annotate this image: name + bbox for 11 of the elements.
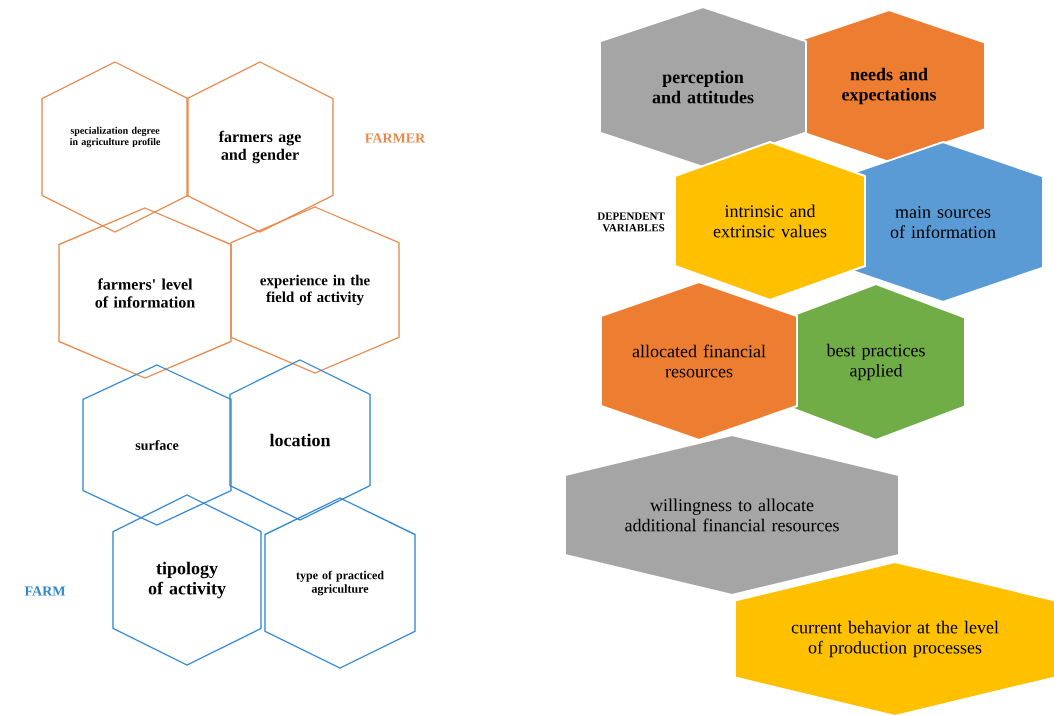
group-label: DEPENDENT VARIABLES — [597, 212, 665, 232]
group-label: FARMER — [365, 133, 426, 143]
hexagon: farmers' level of information — [58, 207, 232, 379]
group-label: FARM — [24, 586, 66, 596]
hexagon: type of practiced agriculture — [264, 497, 416, 669]
hexagon: location — [229, 359, 371, 521]
hexagon: tipology of activity — [112, 494, 262, 666]
hexagon: farmers age and gender — [186, 61, 334, 233]
hexagon: specialization degree in agriculture profile — [41, 61, 189, 233]
hexagon: surface — [82, 364, 232, 526]
hexagon: experience in the field of activity — [230, 206, 400, 374]
